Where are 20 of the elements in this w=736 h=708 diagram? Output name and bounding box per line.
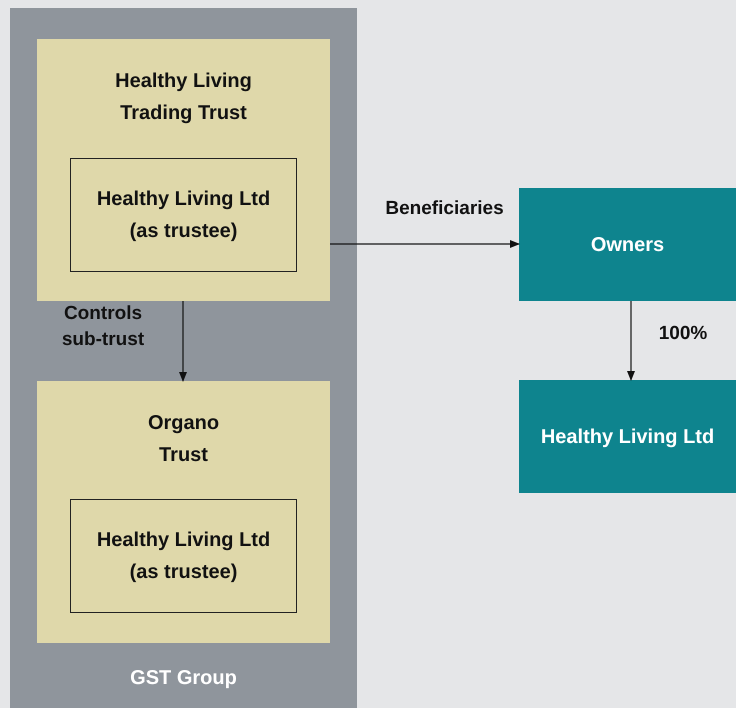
node-label: Healthy Living Ltd [540,424,716,450]
node-label: Healthy Living Trading Trust [114,69,253,126]
group-panel [10,8,357,708]
entity-box [519,380,736,493]
edge-label: Controls sub-trust [60,302,146,352]
trustee-box [70,158,297,272]
node-label: GST Group [129,666,238,691]
arrow [179,301,187,382]
node-label: Owners [590,232,666,258]
node-label: Healthy Living Ltd (as trustee) [96,187,272,244]
edge-label: 100% [658,322,708,346]
entity-box [519,188,736,301]
arrow [330,240,520,248]
arrow [627,301,635,381]
node-label: Organo Trust [146,411,220,468]
trust-box [37,39,330,301]
node-label: Healthy Living Ltd (as trustee) [96,528,272,585]
edge-label: Beneficiaries [384,197,505,221]
trust-box [37,381,330,643]
trustee-box [70,499,297,613]
